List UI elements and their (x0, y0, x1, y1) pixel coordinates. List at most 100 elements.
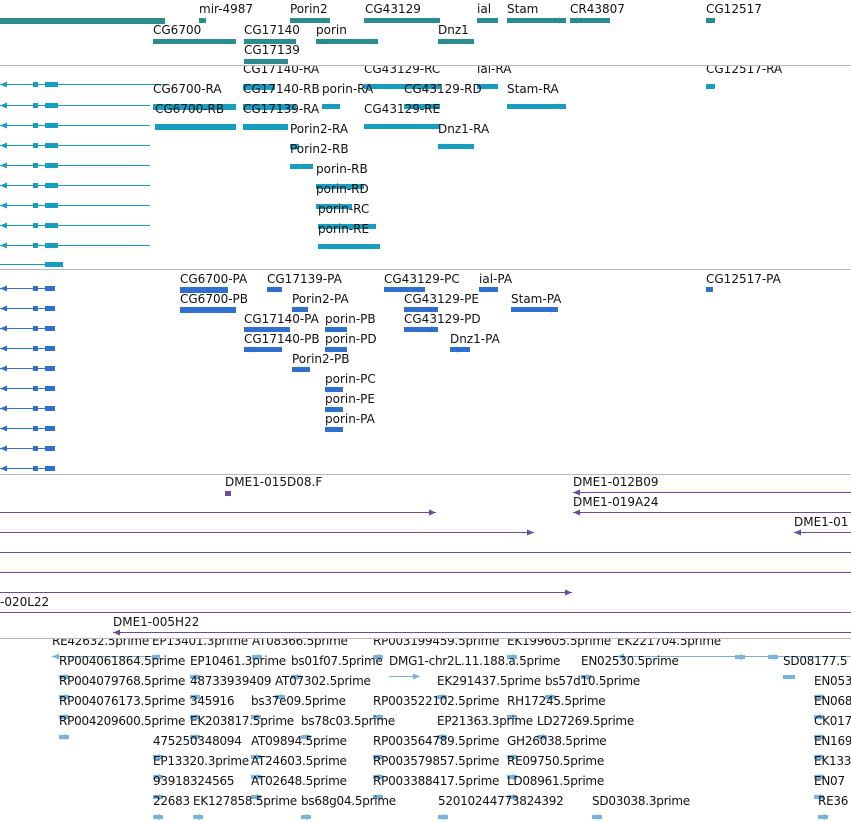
genes-feature[interactable] (290, 17, 330, 24)
mrna-feature-label[interactable]: Stam-RA (507, 82, 559, 96)
cds-feature-label[interactable]: Dnz1-PA (450, 332, 500, 346)
bac-feature[interactable] (573, 509, 851, 516)
cds-feature-label[interactable]: Stam-PA (511, 292, 562, 306)
est-feature-label[interactable]: GH26038.5prime (507, 734, 607, 748)
mrna-feature-label[interactable]: Porin2-RB (290, 142, 349, 156)
mrna-feature-label[interactable]: CG6700-RA (153, 82, 222, 96)
est-feature[interactable] (507, 774, 517, 780)
est-feature-label[interactable]: RP003564789.5prime (373, 734, 500, 748)
bac-feature[interactable] (573, 489, 851, 496)
mrna-feature[interactable] (318, 243, 380, 250)
est-feature-label[interactable]: AT09894.5prime (251, 734, 347, 748)
genes-feature-label[interactable]: ial (477, 2, 492, 16)
cds-feature[interactable] (292, 306, 308, 313)
bac-feature[interactable] (0, 552, 851, 553)
cds-feature-label[interactable]: CG43129-PE (404, 292, 479, 306)
est-feature[interactable] (507, 754, 517, 760)
bac-feature-label[interactable]: DME1-01 (794, 515, 849, 529)
cds-feature-label[interactable]: CG17139-PA (267, 272, 342, 286)
est-feature-label[interactable]: bs01f07.5prime (291, 654, 383, 668)
est-feature-label[interactable]: RP003388417.5prime (373, 774, 500, 788)
est-feature[interactable] (59, 714, 69, 720)
cds-feature-label[interactable]: porin-PE (325, 392, 375, 406)
genes-feature[interactable] (244, 58, 288, 65)
cds-feature[interactable] (0, 345, 55, 352)
genes-feature[interactable] (244, 38, 296, 45)
mrna-feature[interactable] (477, 83, 498, 90)
cds-feature[interactable] (384, 286, 425, 293)
mrna-feature[interactable] (0, 202, 150, 209)
genes-feature[interactable] (570, 17, 610, 24)
bac-feature[interactable] (225, 491, 231, 496)
genes-feature[interactable] (477, 18, 498, 23)
genes-feature[interactable] (153, 39, 236, 44)
cds-feature[interactable] (0, 285, 55, 292)
genes-feature[interactable] (316, 38, 378, 45)
est-feature-label[interactable]: RP004061864.5prime (59, 654, 186, 668)
cds-feature[interactable] (325, 346, 347, 353)
cds-feature[interactable] (0, 425, 55, 432)
est-feature-label[interactable]: AT02648.5prime (251, 774, 347, 788)
mrna-feature-label[interactable]: CG17140-RB (243, 82, 320, 96)
est-feature[interactable] (59, 674, 69, 680)
est-feature[interactable] (301, 814, 311, 820)
cds-feature-label[interactable]: CG6700-PB (180, 292, 249, 306)
mrna-feature-label[interactable]: CG17139-RA (243, 102, 320, 116)
est-feature-label[interactable]: RE36 (818, 794, 849, 808)
mrna-feature[interactable] (0, 142, 150, 149)
est-feature-label[interactable]: AT24603.5prime (251, 754, 347, 768)
est-feature-label[interactable]: LD08961.5prime (507, 774, 605, 788)
cds-feature[interactable] (404, 306, 438, 313)
mrna-feature[interactable] (0, 262, 63, 267)
mrna-feature-label[interactable]: Porin2-RA (290, 122, 349, 136)
bac-feature[interactable] (0, 572, 851, 573)
est-feature-label[interactable]: RP004209600.5prime (59, 714, 186, 728)
genes-feature[interactable] (507, 17, 566, 24)
est-feature[interactable] (193, 814, 203, 820)
genes-feature-label[interactable]: CG17140 (244, 23, 300, 37)
est-feature-label[interactable]: SD08177.5 (783, 654, 848, 668)
est-feature-label[interactable]: DMG1-chr2L.11.188.a.5prime (389, 654, 561, 668)
est-feature[interactable] (537, 734, 547, 740)
bac-feature[interactable] (794, 529, 851, 536)
mrna-feature[interactable] (318, 223, 376, 230)
est-feature[interactable] (190, 734, 200, 740)
est-feature[interactable] (617, 653, 851, 660)
est-feature[interactable] (389, 673, 420, 680)
mrna-feature[interactable] (0, 162, 150, 169)
mrna-feature-label[interactable]: porin-RC (318, 202, 370, 216)
est-feature[interactable] (373, 794, 383, 800)
est-feature-label[interactable]: 22683 (153, 794, 190, 808)
genes-feature[interactable] (0, 18, 165, 24)
est-feature-label[interactable]: RP004076173.5prime (59, 694, 186, 708)
genes-feature-label[interactable]: CG12517 (706, 2, 762, 16)
est-feature[interactable] (153, 814, 163, 820)
cds-feature[interactable] (325, 406, 343, 413)
est-feature[interactable] (507, 714, 517, 720)
cds-feature[interactable] (479, 286, 498, 293)
genes-feature-label[interactable]: CG17139 (244, 43, 300, 57)
mrna-feature[interactable] (290, 143, 299, 150)
est-feature-label[interactable]: EK203817.5prime (190, 714, 294, 728)
mrna-feature-label[interactable]: CG43129-RD (404, 82, 482, 96)
mrna-feature-label[interactable]: CG17140-RA (243, 66, 320, 76)
est-feature[interactable] (373, 774, 383, 780)
mrna-feature-label[interactable]: porin-RB (316, 162, 368, 176)
cds-feature[interactable] (180, 287, 228, 293)
est-feature-label[interactable]: LD27269.5prime (537, 714, 635, 728)
cds-feature-label[interactable]: porin-PB (325, 312, 376, 326)
est-feature-label[interactable]: AT08366.5prime (252, 639, 348, 648)
bac-feature-label[interactable]: DME1-019A24 (573, 495, 659, 509)
cds-feature-label[interactable]: Porin2-PA (292, 292, 349, 306)
mrna-feature[interactable] (0, 182, 150, 189)
cds-feature[interactable] (0, 325, 55, 332)
est-feature-label[interactable]: 48733939409 (190, 674, 272, 688)
cds-feature-label[interactable]: ial-PA (479, 272, 513, 286)
est-feature[interactable] (437, 694, 447, 700)
est-feature[interactable] (373, 714, 383, 720)
est-feature-label[interactable]: 475250348094 (153, 734, 242, 748)
cds-feature[interactable] (0, 305, 55, 312)
cds-feature[interactable] (325, 326, 347, 333)
cds-feature[interactable] (325, 386, 343, 393)
genes-feature-label[interactable]: mir-4987 (199, 2, 254, 16)
